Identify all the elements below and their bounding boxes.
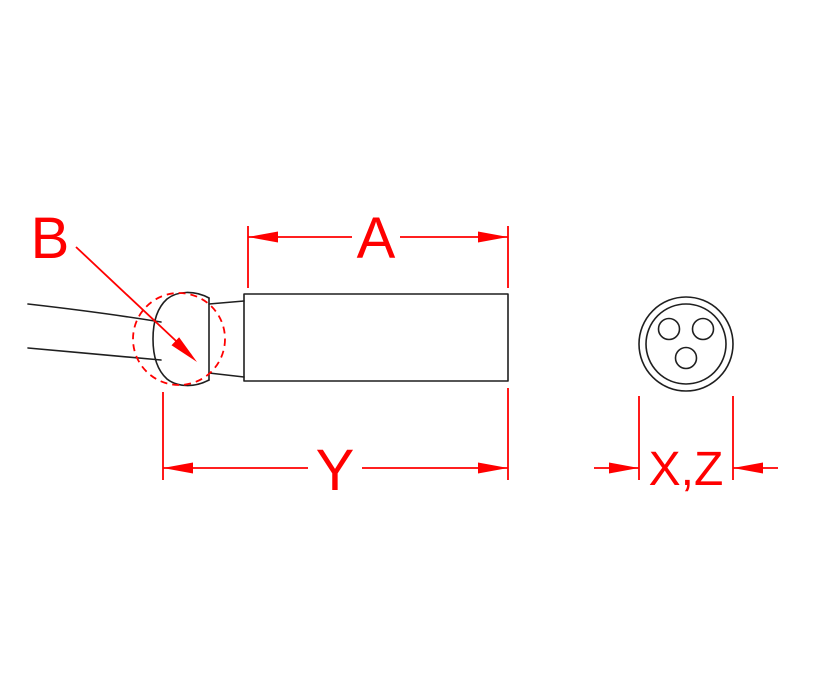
probe-body-outline xyxy=(243,293,509,382)
dim-xz-label: X,Z xyxy=(649,443,724,496)
dim-b-label: B xyxy=(31,206,70,271)
dim-a-label: A xyxy=(357,206,396,271)
dim-b-leader-arrow xyxy=(171,337,197,362)
dim-a-arrow-right xyxy=(478,231,508,243)
ball-outline xyxy=(152,291,210,387)
pin-hole-top-left xyxy=(657,317,681,341)
side-view xyxy=(27,291,509,387)
dimension-a: A xyxy=(247,206,509,288)
dimension-b: B xyxy=(31,206,226,386)
dimension-xz: X,Z xyxy=(594,396,778,496)
dim-y-label: Y xyxy=(316,438,355,503)
end-view xyxy=(638,296,734,392)
neck-bottom-edge xyxy=(208,372,245,378)
dimension-y: Y xyxy=(162,388,509,503)
dim-y-arrow-right xyxy=(478,462,508,474)
pin-hole-top-right xyxy=(691,317,715,341)
cable-bottom-line xyxy=(27,347,162,361)
end-view-inner-circle xyxy=(645,303,727,385)
dim-y-arrow-left xyxy=(163,462,193,474)
dim-b-leader-line xyxy=(75,246,192,356)
dim-xz-arrow-right xyxy=(733,462,763,474)
dim-b-detail-circle xyxy=(132,292,226,386)
cable-top-line xyxy=(27,303,162,323)
pin-hole-bottom xyxy=(674,346,698,370)
dim-xz-arrow-left xyxy=(609,462,639,474)
dim-a-arrow-left xyxy=(248,231,278,243)
neck-top-edge xyxy=(208,300,245,305)
